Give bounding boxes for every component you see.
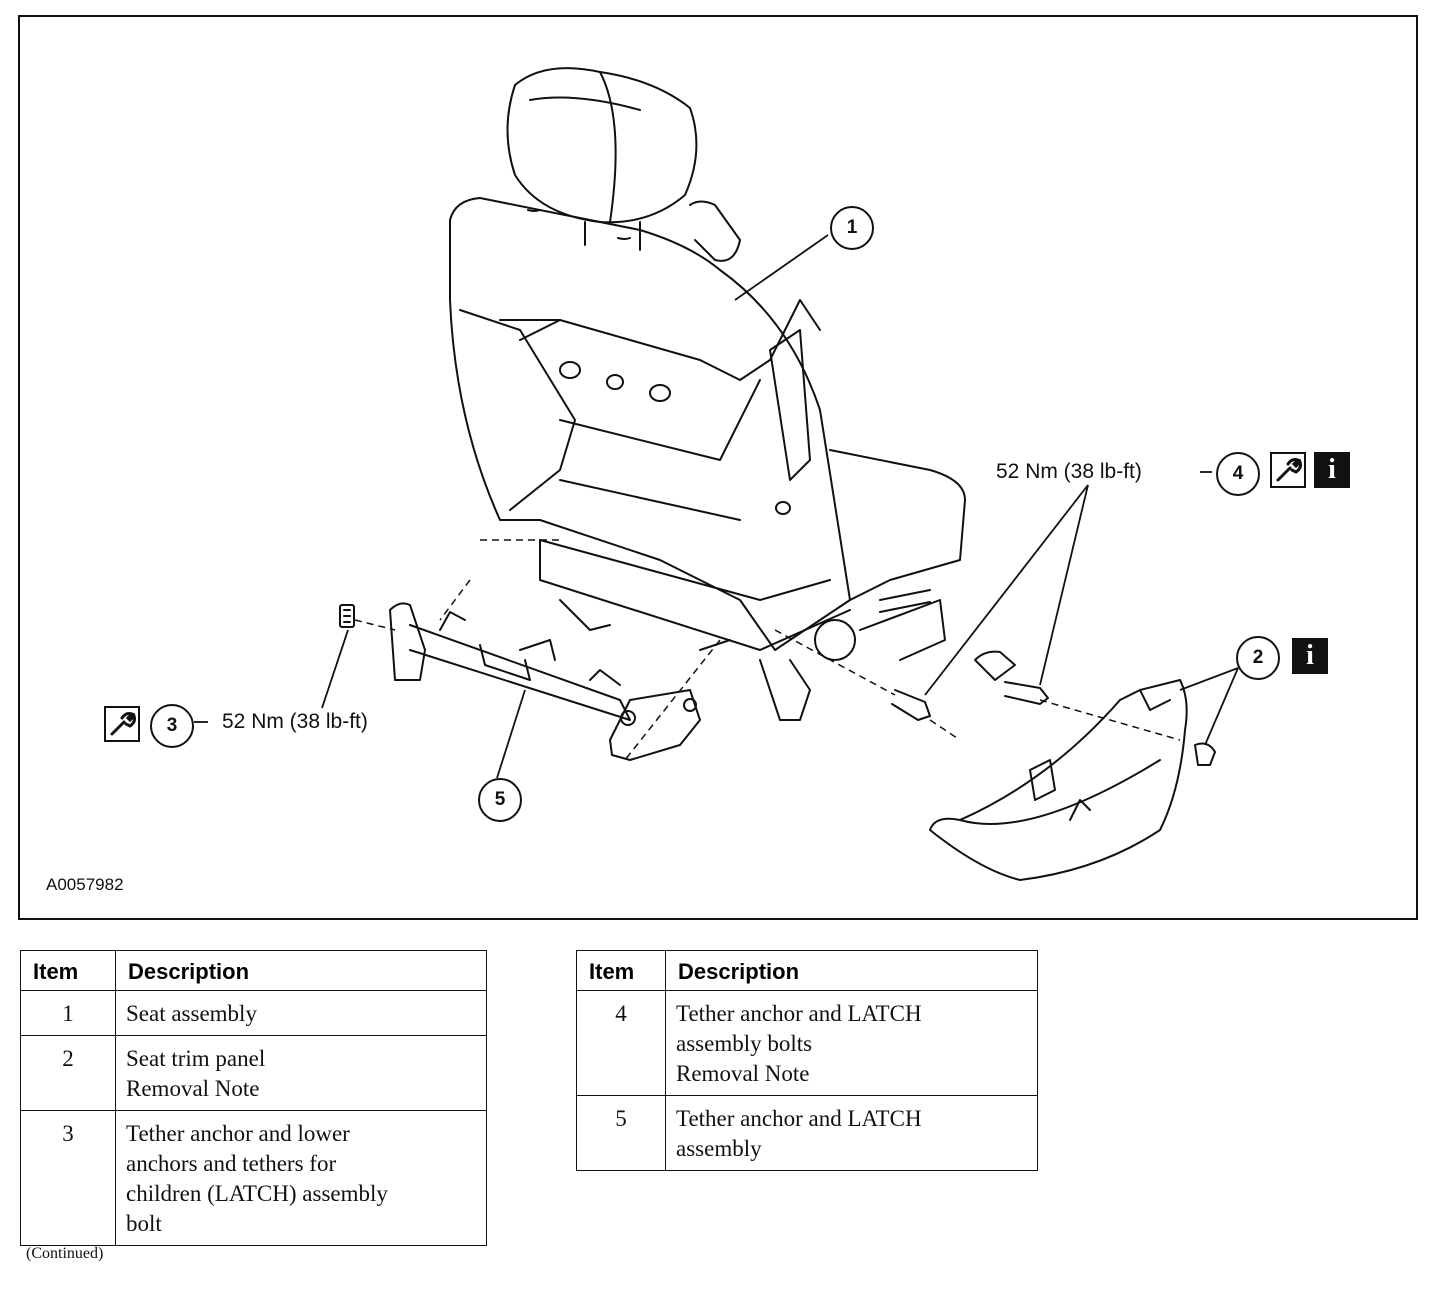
item-number: 1 xyxy=(20,990,116,1036)
info-icon: i xyxy=(1314,452,1350,488)
table-header-row: Item Description xyxy=(576,950,1038,991)
column-header-description: Description xyxy=(665,950,1038,991)
wrench-torque-icon xyxy=(1270,452,1306,488)
continued-note: (Continued) xyxy=(26,1245,104,1262)
column-header-item: Item xyxy=(576,950,666,991)
trim-clip-drawing xyxy=(1194,742,1216,766)
items-table-2: Item Description 4 Tether anchor and LAT… xyxy=(576,950,1038,1171)
seat-cushion-drawing xyxy=(539,449,966,721)
table-row: 4 Tether anchor and LATCH assembly bolts… xyxy=(576,990,1038,1096)
figure-id: A0057982 xyxy=(46,875,124,894)
item-description: Seat assembly xyxy=(115,990,487,1036)
figure-frame xyxy=(18,15,1418,920)
table-row: 1 Seat assembly xyxy=(20,990,487,1036)
item-description: Tether anchor and lower anchors and teth… xyxy=(115,1110,487,1246)
bolt-right-b-drawing xyxy=(974,650,1049,705)
column-header-item: Item xyxy=(20,950,116,991)
callout-2: 2 xyxy=(1236,636,1280,680)
item-number: 2 xyxy=(20,1035,116,1111)
callout-5: 5 xyxy=(478,778,522,822)
item-description: Tether anchor and LATCH assembly bolts R… xyxy=(665,990,1038,1096)
table-header-row: Item Description xyxy=(20,950,487,991)
table-row: 5 Tether anchor and LATCH assembly xyxy=(576,1095,1038,1171)
item-number: 4 xyxy=(576,990,666,1096)
table-row: 3 Tether anchor and lower anchors and te… xyxy=(20,1110,487,1246)
callout-4: 4 xyxy=(1216,452,1260,496)
torque-spec-right: 52 Nm (38 lb-ft) xyxy=(996,460,1142,483)
headrest-drawing xyxy=(506,67,698,251)
item-description: Tether anchor and LATCH assembly xyxy=(665,1095,1038,1171)
seat-back-drawing xyxy=(449,197,851,651)
seat-exploded-diagram xyxy=(194,67,1239,881)
trim-panel-drawing xyxy=(929,679,1188,881)
items-table-1: Item Description 1 Seat assembly 2 Seat … xyxy=(20,950,487,1246)
bolt-left-drawing xyxy=(339,604,355,628)
item-number: 5 xyxy=(576,1095,666,1171)
bolt-right-a-drawing xyxy=(891,689,931,721)
item-description: Seat trim panel Removal Note xyxy=(115,1035,487,1111)
column-header-description: Description xyxy=(115,950,487,991)
item-number: 3 xyxy=(20,1110,116,1246)
torque-spec-left: 52 Nm (38 lb-ft) xyxy=(222,710,368,733)
latch-assembly-drawing xyxy=(389,602,701,761)
wrench-torque-icon xyxy=(104,706,140,742)
table-row: 2 Seat trim panel Removal Note xyxy=(20,1035,487,1111)
callout-3: 3 xyxy=(150,704,194,748)
info-icon: i xyxy=(1292,638,1328,674)
callout-1: 1 xyxy=(830,206,874,250)
